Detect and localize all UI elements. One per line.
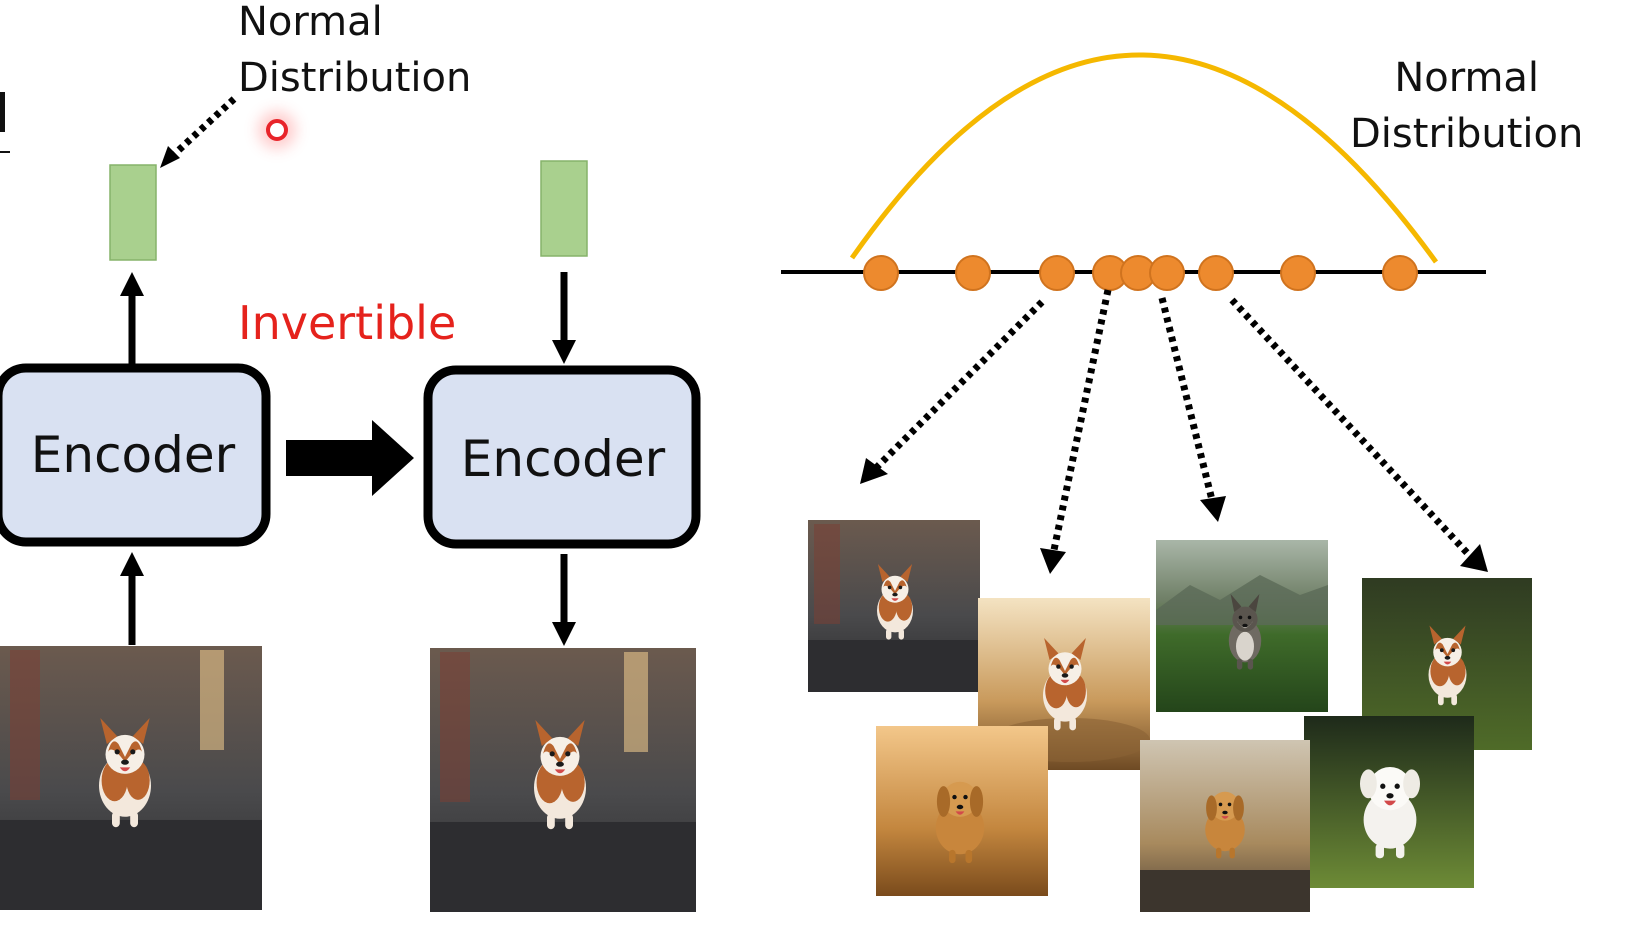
sampling-arrowhead-4 [1460, 544, 1488, 572]
sampling-arrow-2 [1050, 289, 1112, 551]
normal-distribution-label-right-line2: Distribution [1350, 111, 1584, 157]
sample-point [1382, 255, 1418, 291]
normal-distribution-label-left-line2: Distribution [238, 55, 472, 101]
encoder-right-text: Encoder [461, 430, 666, 488]
latent-vector-left [109, 164, 157, 261]
sampling-arrowhead-1 [860, 458, 888, 484]
normal-distribution-label-left-line1: Normal [238, 0, 383, 45]
sample-point [863, 255, 899, 291]
input-dog-image [0, 646, 262, 910]
sampling-arrow-1 [871, 299, 1045, 473]
slide-edge-fragment [0, 92, 5, 132]
arrowhead-down-2 [552, 622, 576, 646]
transfer-block-arrow [286, 420, 414, 496]
generated-image-street [808, 520, 980, 692]
normal-distribution-label-right: Normal Distribution [1350, 50, 1583, 162]
encoder-box-right [423, 365, 701, 549]
sampling-arrows [871, 289, 1473, 559]
sample-point [1149, 255, 1185, 291]
arrowhead-up-1 [120, 272, 144, 296]
generated-image-golden [876, 726, 1048, 896]
arrowhead-down-1 [552, 340, 576, 364]
latent-vector-right [540, 160, 588, 257]
sample-point [955, 255, 991, 291]
sample-point [1198, 255, 1234, 291]
generated-image-husky [1156, 540, 1328, 712]
invertible-label: Invertible [238, 296, 457, 350]
sampling-arrow-4 [1229, 297, 1473, 559]
sample-points [863, 255, 1418, 291]
normal-distribution-label-right-line1: Normal [1394, 55, 1540, 101]
laser-pointer [266, 119, 288, 141]
sample-point [1280, 255, 1316, 291]
left-diagram: Encoder Encoder [0, 92, 701, 912]
sample-point [1039, 255, 1075, 291]
dotted-arrowhead-left [160, 146, 180, 168]
dotted-arrow-left [165, 96, 237, 163]
sampling-arrowhead-2 [1040, 548, 1066, 574]
right-diagram [781, 52, 1532, 912]
encoder-left-text: Encoder [31, 426, 236, 484]
sampling-arrow-3 [1158, 297, 1216, 501]
generated-image-white-dog [1304, 716, 1474, 888]
arrowhead-up-2 [120, 552, 144, 576]
normal-distribution-label-left: Normal Distribution [238, 0, 471, 106]
generated-image-road [1140, 740, 1310, 912]
sampling-arrowhead-3 [1200, 496, 1226, 522]
output-dog-image [430, 648, 696, 912]
normal-distribution-curve [849, 52, 1439, 264]
encoder-box-left [0, 363, 271, 547]
